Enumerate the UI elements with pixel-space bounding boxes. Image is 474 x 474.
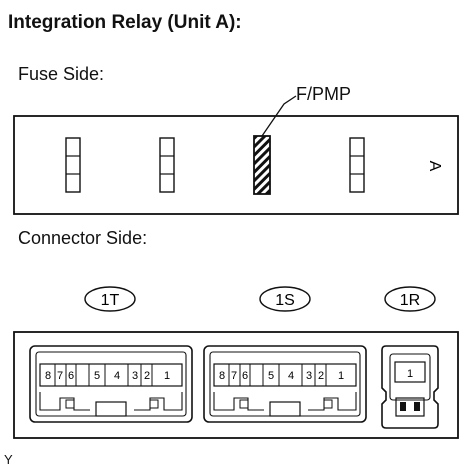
pin-label: 3 xyxy=(132,370,138,382)
pin-label: 1 xyxy=(407,368,413,380)
connector-tag-1t-label: 1T xyxy=(101,292,120,309)
pin-label: 2 xyxy=(144,370,150,382)
connector-1t: 8 7 6 5 4 3 2 1 xyxy=(29,345,193,423)
fpmp-callout-label: F/PMP xyxy=(296,84,352,104)
fuse-1 xyxy=(65,137,81,193)
pin-label: 8 xyxy=(45,370,51,382)
connector-tag-1s: 1S xyxy=(259,286,311,312)
pin-label: 4 xyxy=(114,370,120,382)
pin-label: 7 xyxy=(231,370,237,382)
connector-block-outline xyxy=(13,331,459,439)
connector-tag-1r: 1R xyxy=(384,286,436,312)
connector-1s: 8 7 6 5 4 3 2 1 xyxy=(203,345,367,423)
connector-tag-1t: 1T xyxy=(84,286,136,312)
pin-label: 7 xyxy=(57,370,63,382)
connector-tag-1r-label: 1R xyxy=(400,292,420,309)
pin-label: 5 xyxy=(94,370,100,382)
pin-label: 8 xyxy=(219,370,225,382)
pin-label: 2 xyxy=(318,370,324,382)
side-letter-a: A xyxy=(426,161,443,172)
pin-label: 4 xyxy=(288,370,294,382)
pin-label: 6 xyxy=(242,370,248,382)
fuse-block-outline xyxy=(13,115,459,215)
pin-label: 3 xyxy=(306,370,312,382)
pin-label: 1 xyxy=(164,370,170,382)
fuse-fpmp xyxy=(253,135,271,195)
fuse-2 xyxy=(159,137,175,193)
fpmp-leader-line xyxy=(261,95,297,137)
pin-label: 5 xyxy=(268,370,274,382)
connector-side-label: Connector Side: xyxy=(18,228,148,248)
connector-1r: 1 xyxy=(381,345,439,429)
fuse-side-label: Fuse Side: xyxy=(18,64,105,84)
diagram-title: Integration Relay (Unit A): xyxy=(8,12,242,33)
pin-label: 1 xyxy=(338,370,344,382)
connector-tag-1s-label: 1S xyxy=(275,292,295,309)
figure-code: Y xyxy=(4,452,13,467)
fuse-4 xyxy=(349,137,365,193)
pin-label: 6 xyxy=(68,370,74,382)
